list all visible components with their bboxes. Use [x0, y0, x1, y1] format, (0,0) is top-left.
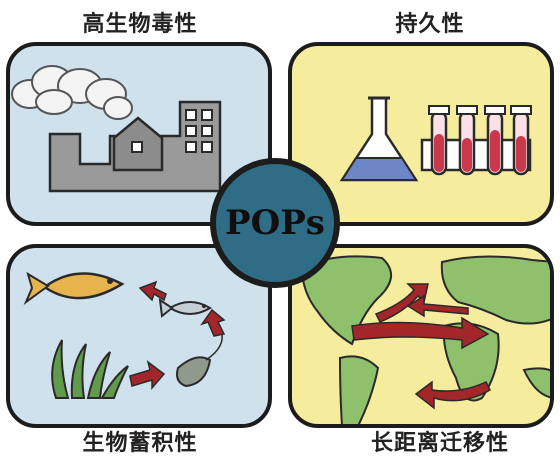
quadrant-title-toxicity: 高生物毒性: [82, 12, 198, 37]
toxicity-panel: [6, 42, 272, 226]
lab-glassware-icon: [339, 96, 532, 182]
quadrant-title-persistence: 持久性: [395, 12, 465, 37]
arrow-shrimp-to-fish: [200, 308, 226, 337]
bioaccumulation-panel: [6, 244, 272, 428]
world-map-arrows-icon: [300, 255, 550, 424]
pops-center-circle: POPs: [210, 158, 340, 288]
arrow-fish-to-large-fish: [138, 280, 167, 302]
large-fish-icon: [23, 271, 125, 305]
arrow-seaweed-to-shrimp: [129, 360, 166, 391]
transport-arrow-west: [406, 294, 469, 318]
quadrant-title-long-range-transport: 长距离迁移性: [370, 431, 509, 456]
small-fish-icon: [158, 297, 212, 318]
pops-center-label: POPs: [225, 203, 325, 243]
quadrant-title-bioaccumulation: 生物蓄积性: [82, 431, 198, 456]
transport-arrow-south: [414, 380, 491, 410]
factory-smoke-icon: [11, 65, 222, 193]
seaweed-icon: [51, 339, 129, 399]
transport-arrow-east: [351, 316, 490, 350]
shrimp-icon: [176, 333, 223, 388]
food-chain-icon: [23, 271, 226, 399]
long-range-transport-panel: [288, 244, 554, 428]
transport-arrow-north: [374, 283, 429, 323]
